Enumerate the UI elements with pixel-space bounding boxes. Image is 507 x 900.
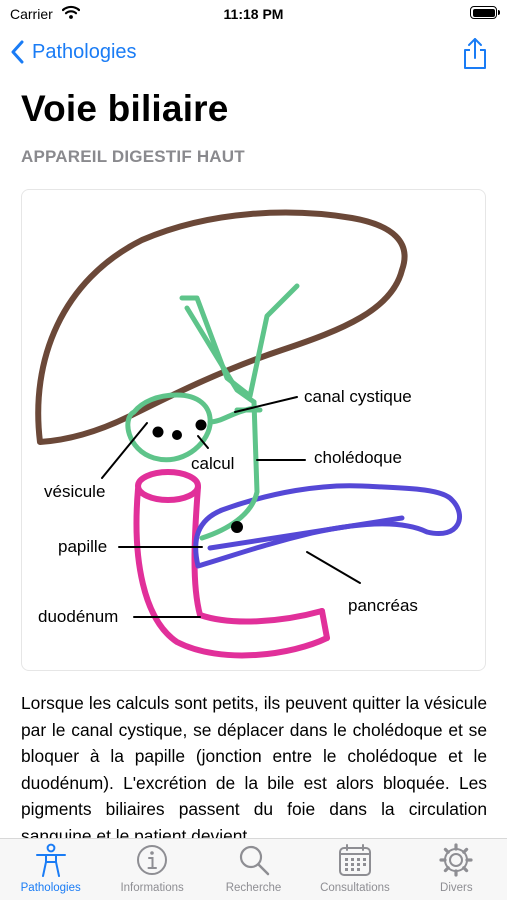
bile-duct-diagram: canal cystique cholédoque calcul vésicul… [35,209,462,659]
gallstones [152,419,243,533]
tab-pathologies[interactable]: Pathologies [0,839,101,900]
wifi-icon [62,5,80,19]
tab-label: Recherche [225,882,282,894]
share-icon[interactable] [461,36,489,70]
battery-icon [470,6,500,19]
info-icon [137,845,168,875]
bile-ducts [125,283,300,541]
liver-outline [35,209,408,445]
tab-informations[interactable]: Informations [101,839,202,900]
tab-divers[interactable]: Divers [406,839,507,900]
tab-bar: Pathologies Informations Recherche Consu… [0,838,507,900]
carrier-label: Carrier [10,6,53,22]
gear-icon [439,843,473,877]
tab-label: Consultations [320,882,390,894]
page-subtitle: APPAREIL DIGESTIF HAUT [21,147,245,166]
label-duodenum: duodénum [38,607,118,626]
tab-recherche[interactable]: Recherche [203,839,304,900]
label-choledoque: cholédoque [314,448,402,467]
person-icon [35,843,66,877]
tab-label: Informations [120,882,184,894]
label-papille: papille [58,537,107,556]
description-text: Lorsque les calculs sont petits, ils peu… [21,693,487,840]
tab-label: Pathologies [20,882,81,894]
diagram-card: canal cystique cholédoque calcul vésicul… [21,189,486,671]
tab-consultations[interactable]: Consultations [304,839,405,900]
battery-level [472,8,495,17]
label-canal-cystique: canal cystique [304,387,412,406]
back-button-label: Pathologies [32,40,137,63]
label-calcul: calcul [191,454,234,473]
calendar-icon [338,844,371,876]
duodenum [133,469,330,659]
search-icon [239,845,269,876]
clock: 11:18 PM [223,6,284,22]
chevron-left-icon [11,40,24,64]
back-button[interactable]: Pathologies [10,37,137,67]
label-pancreas: pancréas [348,596,418,615]
tab-label: Divers [440,882,473,894]
page-title: Voie biliaire [21,88,229,129]
label-vesicule: vésicule [44,482,105,501]
status-bar: Carrier 11:18 PM [0,0,507,30]
